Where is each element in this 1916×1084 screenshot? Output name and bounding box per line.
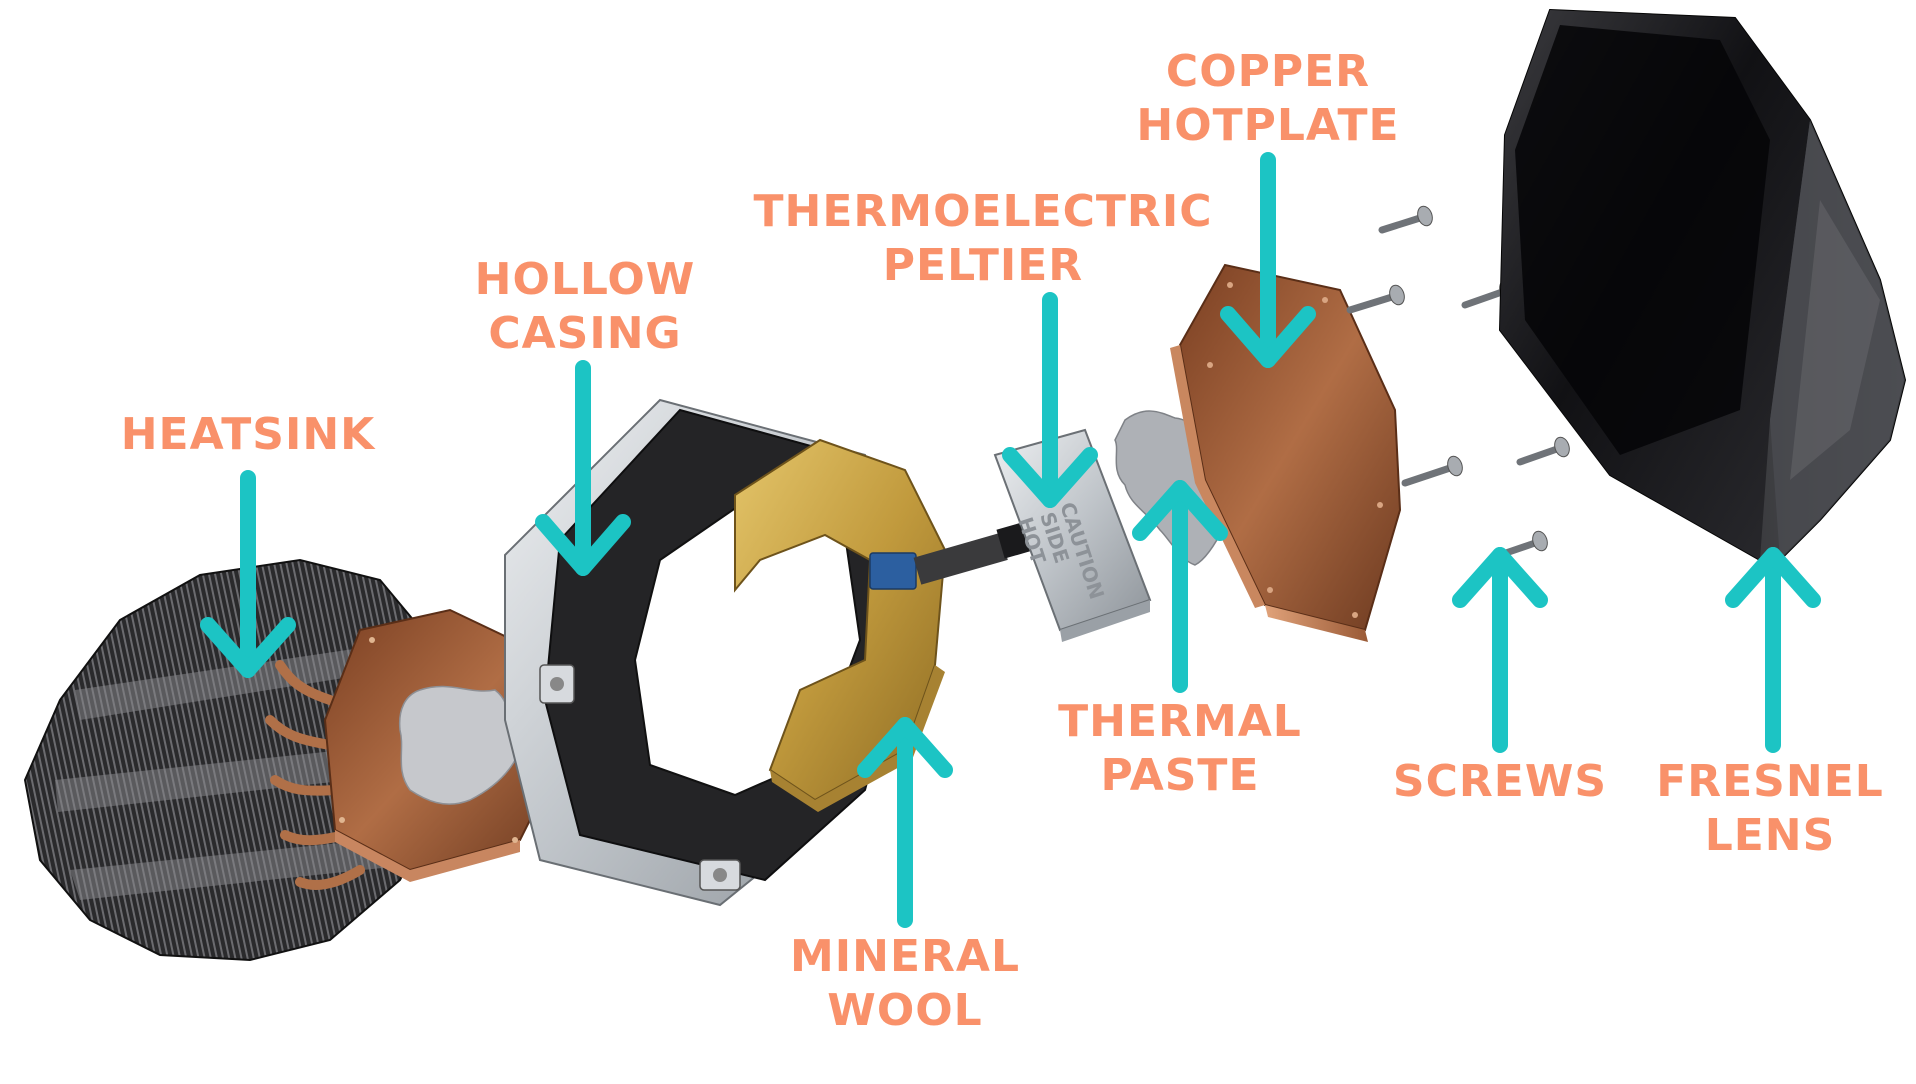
fresnel-lens-label-line-2: LENS	[1704, 810, 1836, 861]
thermoelectric-peltier-label: THERMOELECTRIC PELTIER	[728, 185, 1238, 293]
fresnel-lens-label-line-1: FRESNEL	[1656, 756, 1884, 807]
mineral-wool-label-line-2: WOOL	[827, 985, 983, 1036]
hollow-casing-label-line-2: CASING	[488, 308, 682, 359]
mineral-wool-label-line-1: MINERAL	[789, 931, 1020, 982]
heatsink-label: HEATSINK	[108, 408, 388, 462]
thermal-paste-arrow	[1132, 480, 1228, 693]
copper-hotplate-part	[1170, 263, 1402, 642]
screws-label-line-1: SCREWS	[1392, 756, 1608, 807]
screws-arrow	[1452, 547, 1548, 753]
screw-2	[1346, 284, 1405, 314]
heatsink-label-line-1: HEATSINK	[120, 409, 376, 460]
peltier-arrow	[1002, 292, 1098, 508]
fresnel-lens-label: FRESNEL LENS	[1635, 755, 1905, 863]
fresnel-lens-arrow	[1725, 547, 1821, 753]
heatsink-part	[23, 558, 562, 962]
callout-arrows	[200, 152, 1821, 928]
copper-hotplate-arrow	[1220, 152, 1316, 368]
thermal-paste-label: THERMAL PASTE	[1040, 695, 1320, 803]
mineral-wool-label: MINERAL WOOL	[765, 930, 1045, 1038]
screws-label: SCREWS	[1375, 755, 1625, 809]
hollow-casing-arrow	[535, 360, 631, 576]
copper-hotplate-label: COPPER HOTPLATE	[1118, 45, 1418, 153]
thermal-paste-label-line-2: PASTE	[1100, 750, 1260, 801]
screw-5	[1516, 436, 1570, 466]
screw-4	[1401, 455, 1463, 487]
copper-hotplate-label-line-2: HOTPLATE	[1136, 100, 1400, 151]
copper-hotplate-label-line-1: COPPER	[1165, 46, 1371, 97]
thermoelectric-peltier-label-line-2: PELTIER	[882, 240, 1084, 291]
hollow-casing-label: HOLLOW CASING	[455, 253, 715, 361]
screw-1	[1378, 205, 1433, 234]
thermal-paste-label-line-1: THERMAL	[1058, 696, 1302, 747]
heatsink-arrow	[200, 470, 296, 678]
mineral-wool-arrow	[857, 717, 953, 928]
hollow-casing-label-line-1: HOLLOW	[474, 254, 696, 305]
thermoelectric-peltier-label-line-1: THERMOELECTRIC	[753, 186, 1213, 237]
fresnel-lens-part	[1498, 8, 1907, 561]
